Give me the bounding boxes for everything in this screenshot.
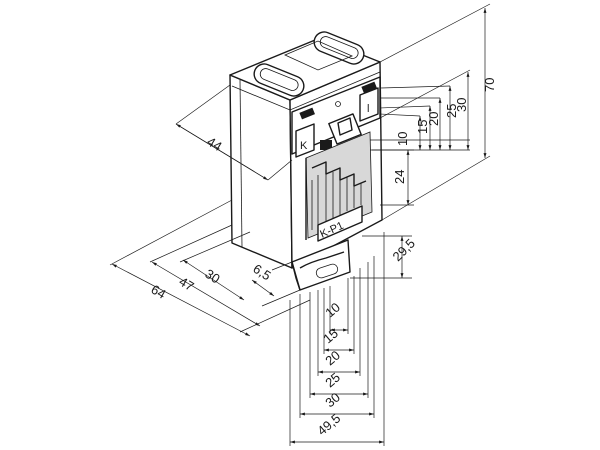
dimension-right-stack: 30 25 20 15 10 <box>370 69 471 151</box>
dimension-70-label: 70 <box>482 78 497 92</box>
dimension-29-5-label: 29,5 <box>390 236 419 265</box>
dimension-left-64-label: 64 <box>149 282 169 302</box>
dimension-left-47-label: 47 <box>176 274 196 294</box>
dimension-right-25-label: 25 <box>444 104 459 118</box>
dimension-70: 70 <box>379 3 497 221</box>
dimension-bottom-49-5-label: 49,5 <box>314 411 343 439</box>
dimension-bottom-30-label: 30 <box>322 390 343 411</box>
dimension-bottom-10-label: 10 <box>322 300 343 321</box>
top-mounting-slot-left <box>253 63 305 97</box>
terminal-label-l: l <box>367 103 369 115</box>
dimension-right-30-label: 30 <box>454 98 469 112</box>
dimension-left-30-label: 30 <box>202 266 222 286</box>
dimension-44: 44 <box>175 84 293 181</box>
terminal-label-k: K <box>300 140 308 152</box>
dimension-bottom-25-label: 25 <box>322 370 343 391</box>
dimension-bottom-15-label: 15 <box>320 326 341 347</box>
top-window <box>284 40 354 71</box>
dimension-right-10-label: 10 <box>395 132 410 146</box>
dimension-44-label: 44 <box>204 134 224 154</box>
mounting-foot <box>291 239 351 291</box>
terminal-block: K l <box>291 76 381 158</box>
dimension-24: 24 <box>372 149 414 206</box>
dimension-right-20-label: 20 <box>426 112 441 126</box>
dimension-right-15-label: 15 <box>415 120 430 134</box>
dimension-left-6-5-label: 6,5 <box>250 261 273 283</box>
dimension-24-label: 24 <box>392 170 407 184</box>
dimension-bottom-20-label: 20 <box>322 348 343 369</box>
